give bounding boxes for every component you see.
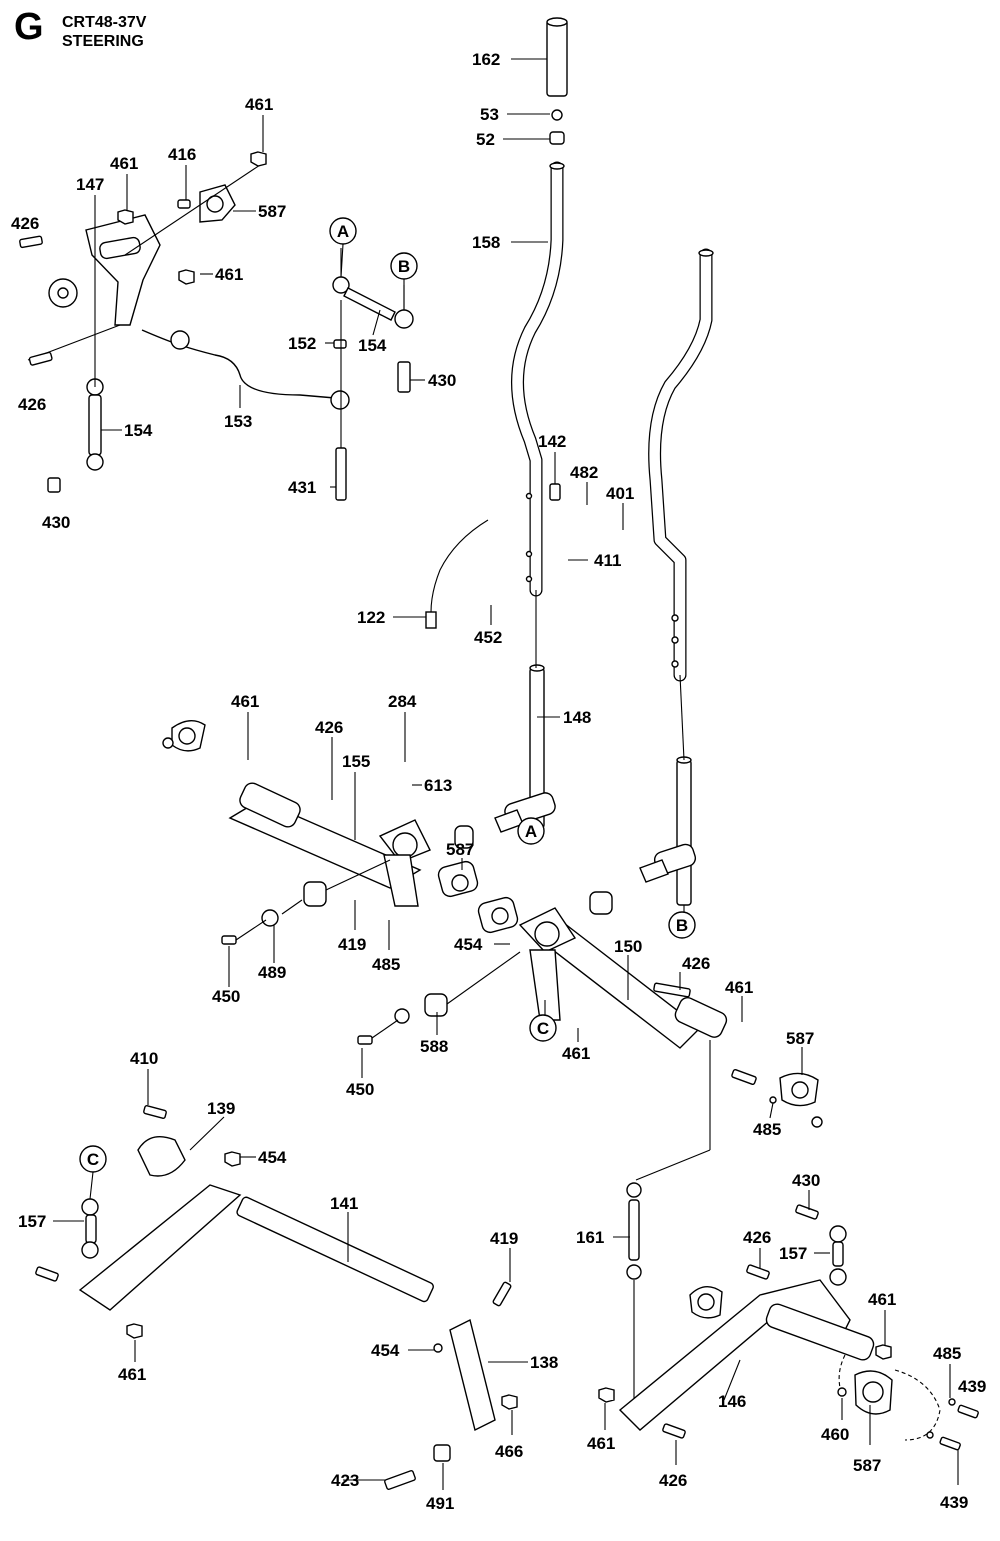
part-label: 460 xyxy=(821,1425,849,1444)
part-label: 461 xyxy=(118,1365,146,1384)
part-label: 154 xyxy=(358,336,387,355)
part-label: 439 xyxy=(958,1377,986,1396)
part-label: 139 xyxy=(207,1099,235,1118)
callout-b-top: B xyxy=(390,252,418,280)
part-label: 587 xyxy=(786,1029,814,1048)
part-label: 148 xyxy=(563,708,591,727)
part-label: 613 xyxy=(424,776,452,795)
upper-left-linkage xyxy=(19,151,350,493)
part-label: 461 xyxy=(587,1434,615,1453)
part-label: 454 xyxy=(371,1341,400,1360)
part-label: 461 xyxy=(868,1290,896,1309)
part-label: 439 xyxy=(940,1493,968,1512)
part-label: 153 xyxy=(224,412,252,431)
steering-lever-left-158 xyxy=(511,17,568,597)
svg-text:C: C xyxy=(537,1019,549,1038)
part-label: 466 xyxy=(495,1442,523,1461)
part-label: 461 xyxy=(110,154,138,173)
part-label: 157 xyxy=(779,1244,807,1263)
part-label: 157 xyxy=(18,1212,46,1231)
part-label: 588 xyxy=(420,1037,448,1056)
part-label: 410 xyxy=(130,1049,158,1068)
part-label: 587 xyxy=(853,1456,881,1475)
part-label: 461 xyxy=(725,978,753,997)
part-label: 426 xyxy=(682,954,710,973)
part-label: 431 xyxy=(288,478,316,497)
part-label: 485 xyxy=(753,1120,781,1139)
part-label: 430 xyxy=(42,513,70,532)
part-label: 485 xyxy=(372,955,400,974)
model-number: CRT48-37V xyxy=(62,14,147,31)
part-label: 162 xyxy=(472,50,500,69)
svg-text:B: B xyxy=(398,257,410,276)
part-label: 587 xyxy=(258,202,286,221)
part-label: 419 xyxy=(338,935,366,954)
svg-text:B: B xyxy=(676,916,688,935)
part-label: 461 xyxy=(245,95,273,114)
part-label: 138 xyxy=(530,1353,558,1372)
cross-shaft-155 xyxy=(162,720,479,945)
part-label: 454 xyxy=(258,1148,287,1167)
part-label: 284 xyxy=(388,692,417,711)
part-label: 450 xyxy=(346,1080,374,1099)
part-label: 152 xyxy=(288,334,316,353)
part-label: 461 xyxy=(215,265,243,284)
part-label: 401 xyxy=(606,484,634,503)
tie-rod-154 xyxy=(332,248,414,501)
svg-text:A: A xyxy=(525,822,537,841)
part-label: 122 xyxy=(357,608,385,627)
svg-text:A: A xyxy=(337,222,349,241)
part-label: 147 xyxy=(76,175,104,194)
part-label: 423 xyxy=(331,1471,359,1490)
part-label: 485 xyxy=(933,1344,961,1363)
lower-right-arm-146 xyxy=(598,1204,979,1451)
part-label: 461 xyxy=(231,692,259,711)
part-label: 430 xyxy=(792,1171,820,1190)
part-label: 155 xyxy=(342,752,370,771)
steering-lever-right xyxy=(648,248,714,682)
part-label: 154 xyxy=(124,421,153,440)
svg-text:C: C xyxy=(87,1150,99,1169)
callout-c-middle: C xyxy=(529,1014,557,1042)
part-label: 430 xyxy=(428,371,456,390)
callout-c-bottom: C xyxy=(79,1145,107,1173)
lever-lower-tube-right xyxy=(639,756,697,906)
part-label: 450 xyxy=(212,987,240,1006)
part-label: 411 xyxy=(594,551,621,570)
callout-a-middle: A xyxy=(517,817,545,845)
part-label: 416 xyxy=(168,145,196,164)
lever-lower-tube-148 xyxy=(494,664,556,833)
part-label: 461 xyxy=(562,1044,590,1063)
part-labels: 162 53 52 158 461 461 416 147 587 426 46… xyxy=(11,50,986,1513)
part-label: 587 xyxy=(446,840,474,859)
section-letter: G xyxy=(14,6,44,48)
section-title: STEERING xyxy=(62,33,144,50)
part-label: 452 xyxy=(474,628,502,647)
leader-lines xyxy=(53,58,959,1490)
part-label: 161 xyxy=(576,1228,604,1247)
part-label: 426 xyxy=(11,214,39,233)
part-label: 454 xyxy=(454,935,483,954)
part-label: 426 xyxy=(18,395,46,414)
rod-161 xyxy=(626,1182,642,1410)
part-label: 141 xyxy=(330,1194,358,1213)
part-label: 419 xyxy=(490,1229,518,1248)
part-label: 52 xyxy=(476,130,495,149)
part-label: 491 xyxy=(426,1494,454,1513)
part-label: 53 xyxy=(480,105,499,124)
part-label: 426 xyxy=(659,1471,687,1490)
cross-shaft-150 xyxy=(357,891,823,1181)
part-label: 426 xyxy=(743,1228,771,1247)
part-label: 489 xyxy=(258,963,286,982)
part-label: 142 xyxy=(538,432,566,451)
part-label: 158 xyxy=(472,233,500,252)
callout-a-top: A xyxy=(329,217,357,245)
part-label: 426 xyxy=(315,718,343,737)
part-label: 150 xyxy=(614,937,642,956)
part-label: 482 xyxy=(570,463,598,482)
part-label: 146 xyxy=(718,1392,746,1411)
callout-b-middle: B xyxy=(668,911,696,939)
lower-left-arm-141 xyxy=(35,1105,518,1490)
